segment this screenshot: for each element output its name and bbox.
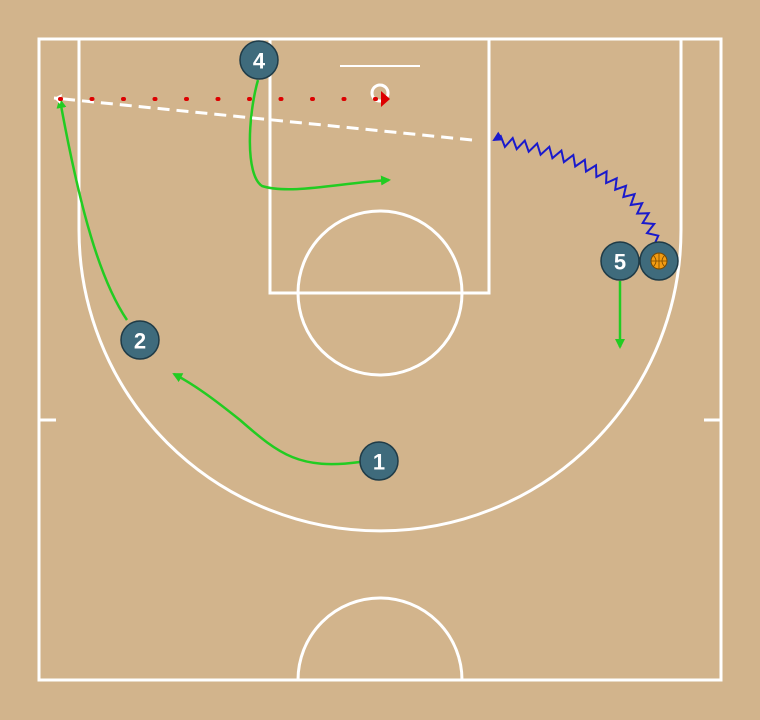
player-1-label: 1	[373, 450, 385, 475]
paint-key	[268, 37, 491, 295]
dribble-path-player-5	[492, 131, 660, 244]
free-throw-circle	[296, 209, 464, 377]
player-5-label: 5	[614, 250, 626, 275]
player-5-token[interactable]: 5	[600, 241, 640, 281]
basketball-icon	[650, 252, 668, 270]
cut-path-player-4	[248, 79, 391, 191]
pass-line	[53, 96, 473, 142]
center-circle	[296, 596, 464, 681]
three-point-line	[77, 39, 683, 533]
hoop	[370, 83, 390, 103]
player-1-token[interactable]: 1	[359, 441, 399, 481]
cut-path-player-2	[56, 98, 129, 321]
player-4-token[interactable]: 4	[239, 40, 279, 80]
player-4-label: 4	[253, 49, 266, 74]
player-2-token[interactable]: 2	[120, 320, 160, 360]
cut-path-player-1	[172, 372, 361, 466]
ball-handler-token[interactable]	[639, 241, 679, 281]
red-arrowhead	[381, 91, 390, 107]
player-2-label: 2	[134, 329, 146, 354]
